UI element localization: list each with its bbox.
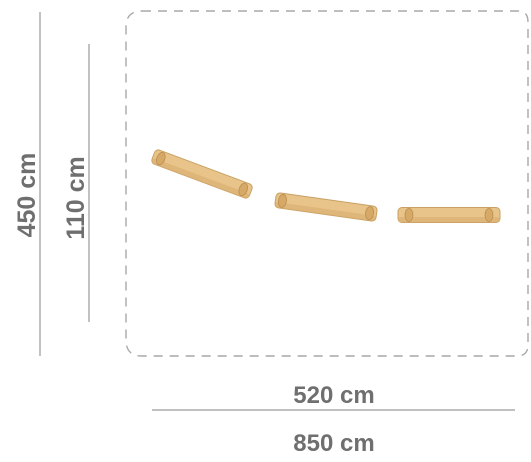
safety-zone-outline: [125, 10, 529, 357]
safety-width-label: 520 cm: [293, 382, 374, 409]
safety-height-label: 110 cm: [62, 156, 90, 239]
log-beam: [151, 149, 253, 199]
log-beam: [274, 192, 378, 222]
total-width-label: 850 cm: [293, 430, 374, 457]
log-beam: [397, 207, 501, 223]
total-height-label: 450 cm: [13, 153, 41, 238]
